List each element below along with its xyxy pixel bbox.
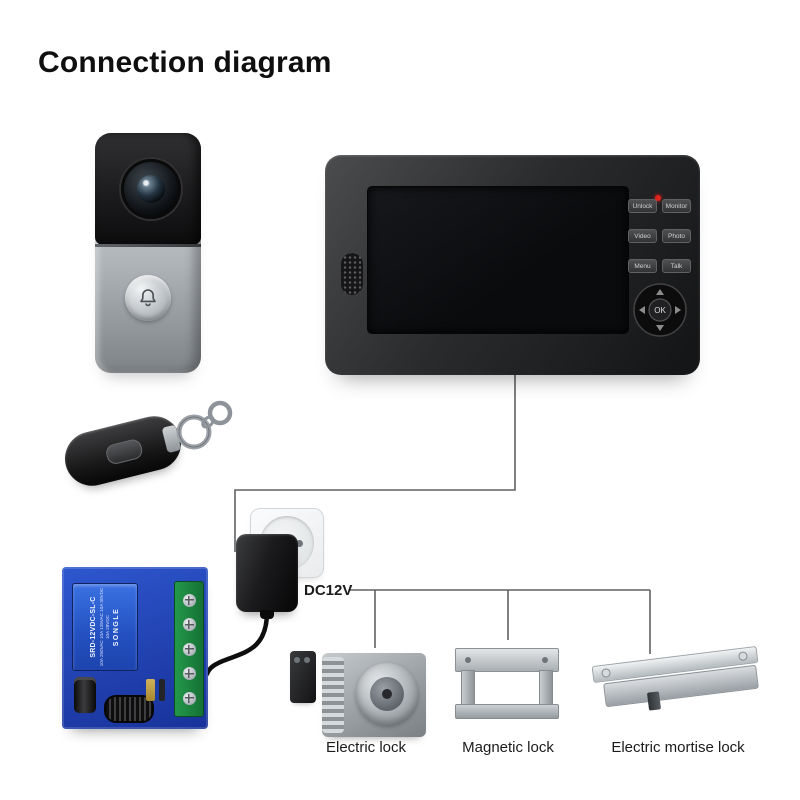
capacitor-component (74, 677, 96, 713)
power-voltage-label: DC12V (304, 582, 353, 599)
monitor-button-monitor: Monitor (662, 199, 691, 213)
dpad-left-icon (639, 306, 645, 314)
screw-dot (542, 657, 548, 663)
camera-lens-icon (137, 175, 165, 203)
plate-hole (601, 667, 612, 678)
resistor-component (146, 679, 155, 701)
screw-dot (465, 657, 471, 663)
dpad-down-icon (656, 325, 664, 331)
diode-component (159, 679, 165, 701)
indoor-monitor: Unlock Monitor Video Photo Menu Talk OK (325, 155, 700, 375)
power-led (655, 195, 661, 201)
relay-markings: SRD-12VDC-SL-C 10A 250VAC 10A 125VAC 10A… (73, 584, 137, 670)
mortise-lock-bolt (646, 691, 662, 711)
plate-hole (737, 651, 749, 662)
keyhole-icon (382, 689, 392, 699)
electric-lock-terminal-box (290, 651, 316, 703)
relay-module-board: SRD-12VDC-SL-C 10A 250VAC 10A 125VAC 10A… (62, 567, 208, 729)
page-title: Connection diagram (38, 46, 332, 79)
magnetic-lock-right-post (539, 670, 553, 706)
terminal-screw-icon (182, 642, 196, 656)
doorbell-camera (95, 133, 201, 373)
relay-ratings-text: 10A 250VAC 10A 125VAC 10A 30VDC 10A 28VD… (98, 587, 110, 667)
magnetic-lock (455, 636, 559, 720)
electric-lock-body (322, 653, 426, 737)
terminal-screw-icon (182, 667, 196, 680)
monitor-button-panel: Unlock Monitor Video Photo Menu Talk (628, 199, 692, 273)
ok-button (648, 298, 672, 322)
screw-terminal-block (174, 581, 204, 717)
dpad-right-icon (675, 306, 681, 314)
magnetic-lock-armature-plate (455, 704, 559, 719)
lens-highlight (143, 180, 149, 186)
relay-brand-text: SONGLE (113, 607, 121, 647)
electric-lock-cylinder (370, 677, 404, 711)
monitor-button-photo: Photo (662, 229, 691, 243)
ok-button-label: OK (654, 306, 666, 315)
electric-mortise-lock (586, 638, 766, 720)
terminal-dot (294, 657, 300, 663)
wire-monitor-to-power (234, 375, 516, 552)
magnetic-lock-left-post (461, 670, 475, 706)
relay-component: SRD-12VDC-SL-C 10A 250VAC 10A 125VAC 10A… (72, 583, 138, 671)
keyring-icon (176, 400, 233, 450)
power-adapter (236, 534, 298, 619)
dpad-control: OK (633, 283, 687, 337)
lock-label-electric: Electric lock (325, 739, 407, 756)
magnetic-lock-magnet-bar (455, 648, 559, 672)
doorbell-camera-lens (121, 159, 181, 219)
terminal-screw-icon (182, 691, 196, 705)
terminal-screw-icon (182, 618, 196, 631)
doorbell-seam (95, 244, 201, 247)
lock-label-magnetic: Magnetic lock (462, 739, 554, 756)
terminal-dot (304, 657, 310, 663)
electric-lock (288, 645, 436, 737)
outlet-hole-right (296, 540, 303, 547)
doorbell-bell-button (125, 275, 171, 321)
adapter-cable-exit (260, 610, 274, 619)
monitor-screen (368, 187, 628, 333)
bell-icon (140, 289, 156, 307)
inductor-component (104, 695, 154, 723)
terminal-screw-icon (182, 593, 196, 607)
monitor-button-video: Video (628, 229, 657, 243)
monitor-button-menu: Menu (628, 259, 657, 273)
adapter-cable (204, 609, 270, 677)
doorbell-camera-head (95, 133, 201, 245)
speaker-grille-icon (341, 253, 363, 295)
dpad-up-icon (656, 289, 664, 295)
keyfob-button (104, 437, 145, 466)
relay-model-text: SRD-12VDC-SL-C (89, 596, 97, 658)
monitor-button-unlock: Unlock (628, 199, 657, 213)
monitor-button-talk: Talk (662, 259, 691, 273)
electric-lock-drum (356, 663, 418, 725)
lock-label-mortise: Electric mortise lock (611, 739, 745, 756)
electric-lock-fins (322, 657, 344, 733)
